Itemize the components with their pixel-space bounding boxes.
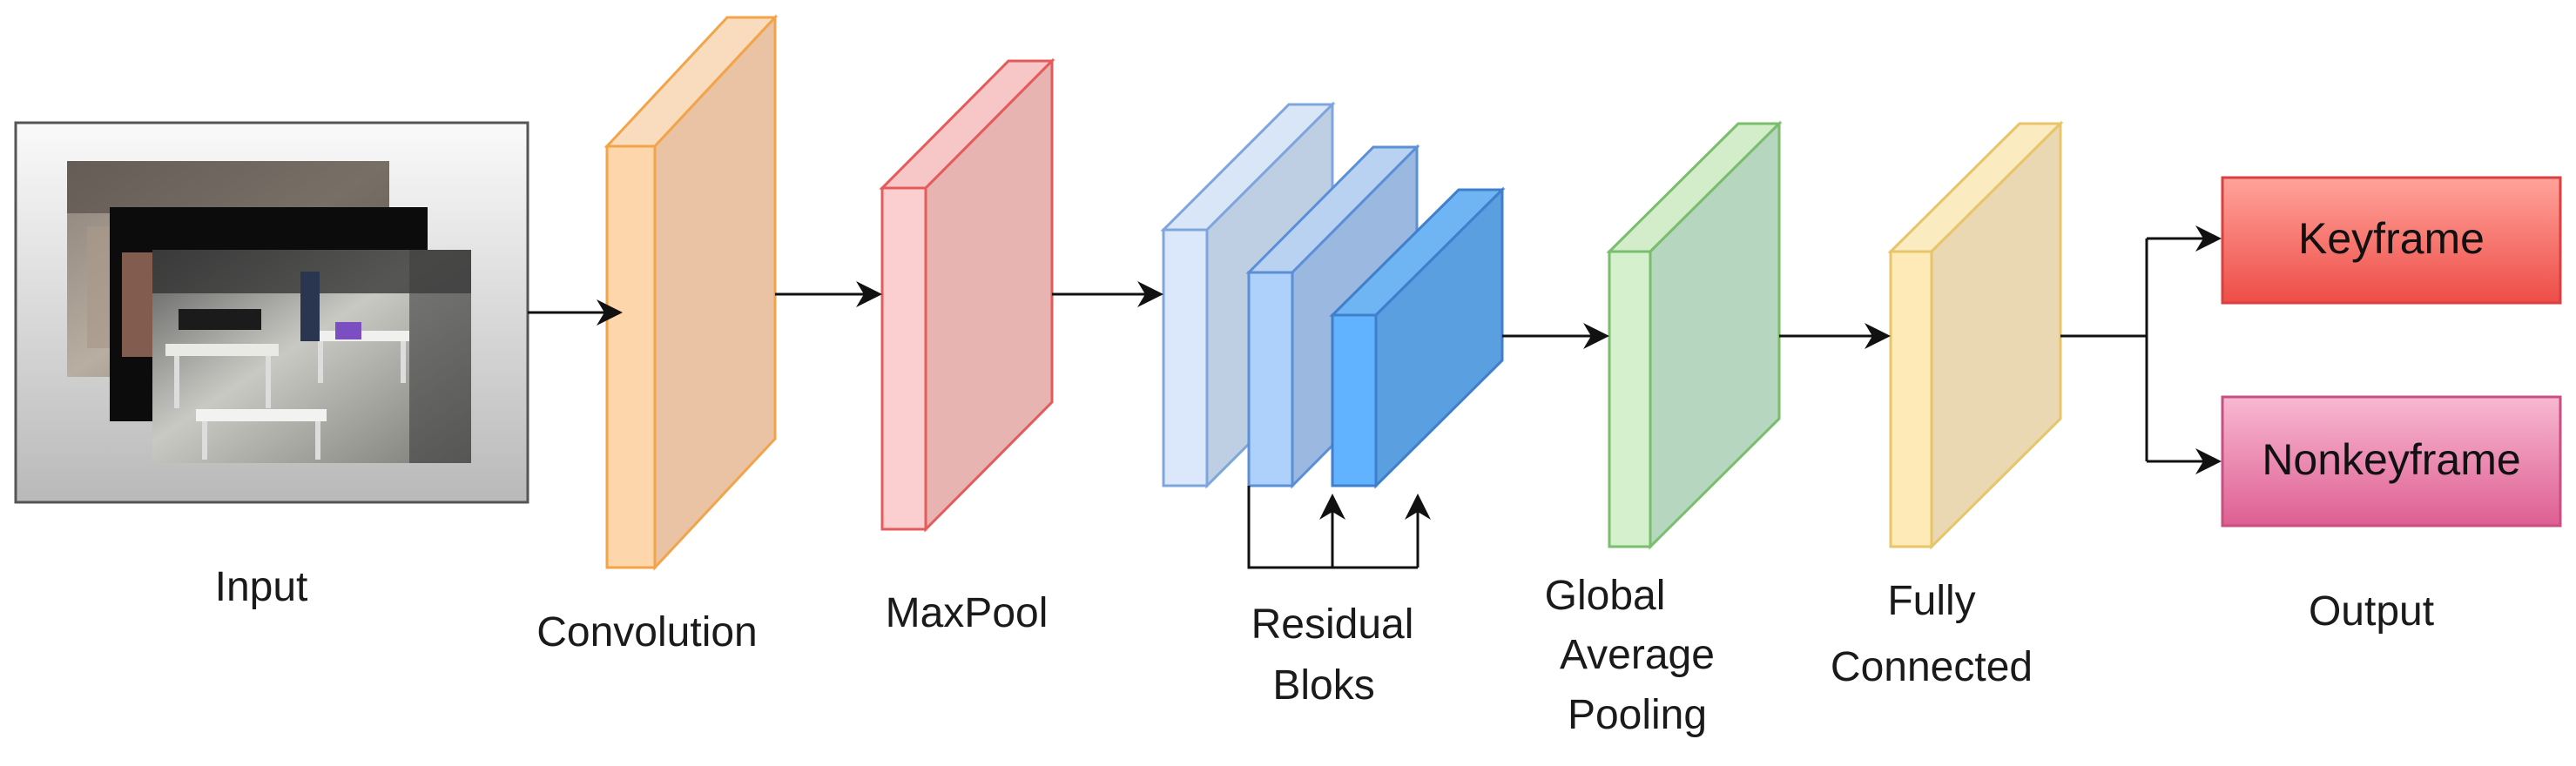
gap-label-line1: Global [1545,573,1666,619]
convolution-label: Convolution [536,609,758,655]
nonkeyframe-label: Nonkeyframe [2262,435,2520,484]
gap-label-line2: Average [1560,632,1715,678]
convolution-layer [604,14,779,571]
flow-arrows [528,225,2222,474]
keyframe-label: Keyframe [2298,214,2485,263]
residual-label-line2: Bloks [1272,662,1374,709]
output-keyframe: Keyframe [2221,176,2562,305]
skip-connections [1247,486,1431,569]
input-label: Input [215,564,308,610]
output-nonkeyframe: Nonkeyframe [2221,395,2562,527]
residual-block-3 [1329,186,1506,489]
fully-connected-layer [1887,120,2064,550]
output-label: Output [2309,588,2434,635]
global-average-pooling-layer [1606,120,1783,550]
fc-label-line1: Fully [1887,578,1975,624]
video-frames-icon [67,161,471,463]
maxpool-label: MaxPool [886,590,1049,636]
maxpool-layer [879,57,1055,533]
gap-label-line3: Pooling [1568,692,1707,738]
fc-label-line2: Connected [1831,644,2033,690]
residual-label-line1: Residual [1251,601,1414,648]
